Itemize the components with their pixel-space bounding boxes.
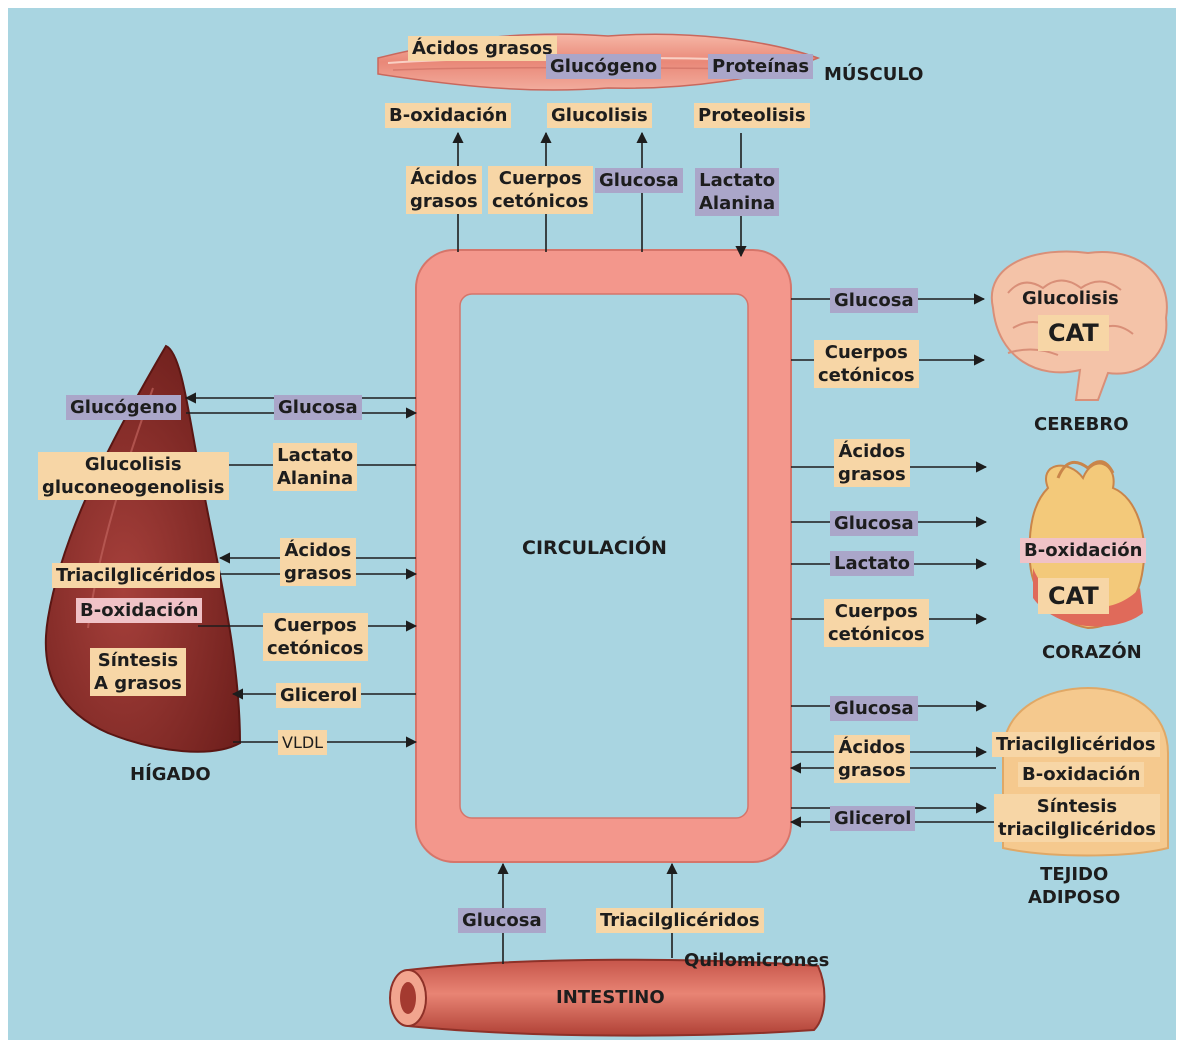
brain-input-glucose: Glucosa xyxy=(830,288,918,313)
muscle-glycolysis: Glucolisis xyxy=(547,103,652,128)
brain-cat-cycle: CAT xyxy=(1038,315,1109,351)
intestine-output-glucose: Glucosa xyxy=(458,908,546,933)
adipose-exchange-glucose: Glucosa xyxy=(830,696,918,721)
adipose-organ-name: TEJIDO ADIPOSO xyxy=(1028,864,1121,908)
liver-fatty-acid-synthesis: Síntesis A grasos xyxy=(90,648,186,696)
intestine-illustration xyxy=(389,958,826,1037)
muscle-glycogen-store: Glucógeno xyxy=(546,54,662,79)
adipose-triacylglycerides: Triacilglicéridos xyxy=(992,732,1160,757)
muscle-output-lactate-alanine: Lactato Alanina xyxy=(695,168,780,216)
circulation-title: CIRCULACIÓN xyxy=(522,537,667,559)
brain-input-ketone-bodies: Cuerpos cetónicos xyxy=(814,340,919,388)
liver-exchange-glucose: Glucosa xyxy=(274,395,362,420)
liver-exchange-glycerol: Glicerol xyxy=(276,683,362,708)
liver-exchange-fatty-acids: Ácidos grasos xyxy=(280,538,356,586)
muscle-proteolysis: Proteolisis xyxy=(694,103,810,128)
muscle-organ-name: MÚSCULO xyxy=(824,64,924,85)
circulation-interior xyxy=(459,293,749,819)
diagram-graphics xyxy=(44,33,1169,1037)
heart-input-fatty-acids: Ácidos grasos xyxy=(834,439,910,487)
adipose-exchange-glycerol: Glicerol xyxy=(830,806,916,831)
heart-input-glucose: Glucosa xyxy=(830,511,918,536)
heart-cat-cycle: CAT xyxy=(1038,578,1109,614)
diagram-canvas: Ácidos grasos Glucógeno Proteínas MÚSCUL… xyxy=(8,8,1176,1040)
heart-input-lactate: Lactato xyxy=(830,551,915,576)
heart-input-ketone-bodies: Cuerpos cetónicos xyxy=(824,599,929,647)
brain-organ-name: CEREBRO xyxy=(1034,414,1129,435)
muscle-proteins-store: Proteínas xyxy=(708,54,814,79)
intestine-chylomicrons: Quilomicrones xyxy=(684,950,830,971)
adipose-beta-oxidation: B-oxidación xyxy=(1018,762,1145,787)
liver-triacylglycerides: Triacilglicéridos xyxy=(52,563,220,588)
liver-exchange-vldl: VLDL xyxy=(278,730,328,755)
muscle-input-ketone-bodies: Cuerpos cetónicos xyxy=(488,166,593,214)
heart-organ-name: CORAZÓN xyxy=(1042,642,1142,663)
adipose-exchange-fatty-acids: Ácidos grasos xyxy=(834,735,910,783)
liver-glycogen: Glucógeno xyxy=(66,395,182,420)
liver-organ-name: HÍGADO xyxy=(130,764,211,785)
muscle-beta-oxidation: B-oxidación xyxy=(385,103,512,128)
muscle-fatty-acids-store: Ácidos grasos xyxy=(408,36,557,61)
intestine-organ-name: INTESTINO xyxy=(556,987,665,1008)
intestine-output-triacylglycerides: Triacilglicéridos xyxy=(596,908,764,933)
brain-glycolysis: Glucolisis xyxy=(1022,288,1119,309)
liver-glycolysis-gluconeogenolysis: Glucolisis gluconeogenolisis xyxy=(38,452,229,500)
liver-exchange-lactate-alanine: Lactato Alanina xyxy=(273,443,358,491)
liver-exchange-ketone-bodies: Cuerpos cetónicos xyxy=(263,613,368,661)
muscle-input-fatty-acids: Ácidos grasos xyxy=(406,166,482,214)
adipose-triacylglyceride-synthesis: Síntesis triacilglicéridos xyxy=(994,794,1160,842)
liver-beta-oxidation: B-oxidación xyxy=(76,598,203,623)
heart-beta-oxidation: B-oxidación xyxy=(1020,538,1147,563)
muscle-input-glucose: Glucosa xyxy=(595,168,683,193)
